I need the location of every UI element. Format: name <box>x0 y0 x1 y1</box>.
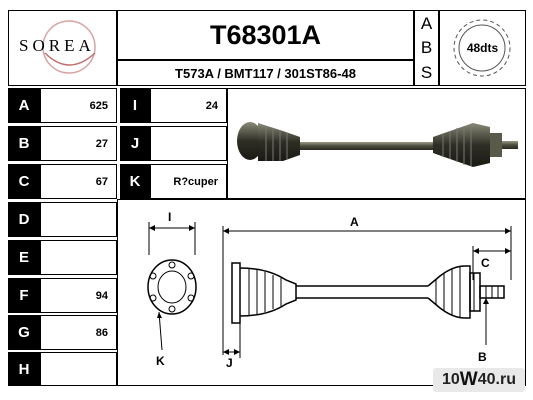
spec-value-b: 27 <box>40 126 117 161</box>
dim-label-b: B <box>478 350 487 364</box>
spec-value-c: 67 <box>40 164 117 199</box>
spec-value-k: R?cuper <box>150 164 227 199</box>
watermark-prefix: 10 <box>442 371 460 388</box>
product-photo <box>227 88 526 199</box>
abs-letter-b: B <box>420 38 433 57</box>
drive-shaft-photo <box>237 122 518 167</box>
spec-label-a: A <box>8 88 40 123</box>
dim-label-i: I <box>168 210 172 224</box>
spec-value-a: 625 <box>40 88 117 123</box>
spec-value-g: 86 <box>40 315 117 350</box>
dim-label-j: J <box>226 356 233 370</box>
spec-label-f: F <box>8 278 40 313</box>
part-number: T68301A <box>117 10 414 60</box>
spec-label-e: E <box>8 240 40 275</box>
sorea-logo <box>42 20 96 74</box>
spec-value-e <box>40 240 117 275</box>
brand-name: SOREA <box>19 36 95 55</box>
spec-value-i: 24 <box>150 88 227 123</box>
spec-value-f: 94 <box>40 278 117 313</box>
spec-label-j: J <box>120 126 150 161</box>
shaft-drawing <box>147 222 512 358</box>
dim-label-k: K <box>156 354 165 368</box>
abs-ring-cell: 48dts <box>439 10 526 86</box>
spec-label-h: H <box>8 352 40 386</box>
spec-value-j <box>150 126 227 161</box>
dim-label-a: A <box>350 215 359 229</box>
logo-cell: SOREA <box>8 10 117 86</box>
spec-label-g: G <box>8 315 40 350</box>
dimension-diagram: I A C K J B <box>117 199 526 386</box>
dim-label-c: C <box>481 256 490 270</box>
spec-label-d: D <box>8 202 40 237</box>
abs-letter-a: A <box>420 14 433 33</box>
watermark-tld: .ru <box>495 371 516 388</box>
spec-value-d <box>40 202 117 237</box>
spec-table-right: I 24 J K R?cuper <box>117 88 227 199</box>
spec-label-c: C <box>8 164 40 199</box>
abs-column: A B S <box>414 10 439 86</box>
spec-label-b: B <box>8 126 40 161</box>
spec-value-h <box>40 352 117 386</box>
cross-references: T573A / BMT117 / 301ST86-48 <box>117 60 414 86</box>
spec-label-k: K <box>120 164 150 199</box>
watermark-suffix: 40 <box>477 371 496 388</box>
spec-table-left: A 625 B 27 C 67 D E F 94 G 86 H <box>8 88 117 386</box>
spec-label-i: I <box>120 88 150 123</box>
gear-icon <box>453 19 511 77</box>
abs-letter-s: S <box>420 63 433 82</box>
watermark-mid: W <box>459 369 478 390</box>
teeth-count: 48dts <box>466 41 499 55</box>
